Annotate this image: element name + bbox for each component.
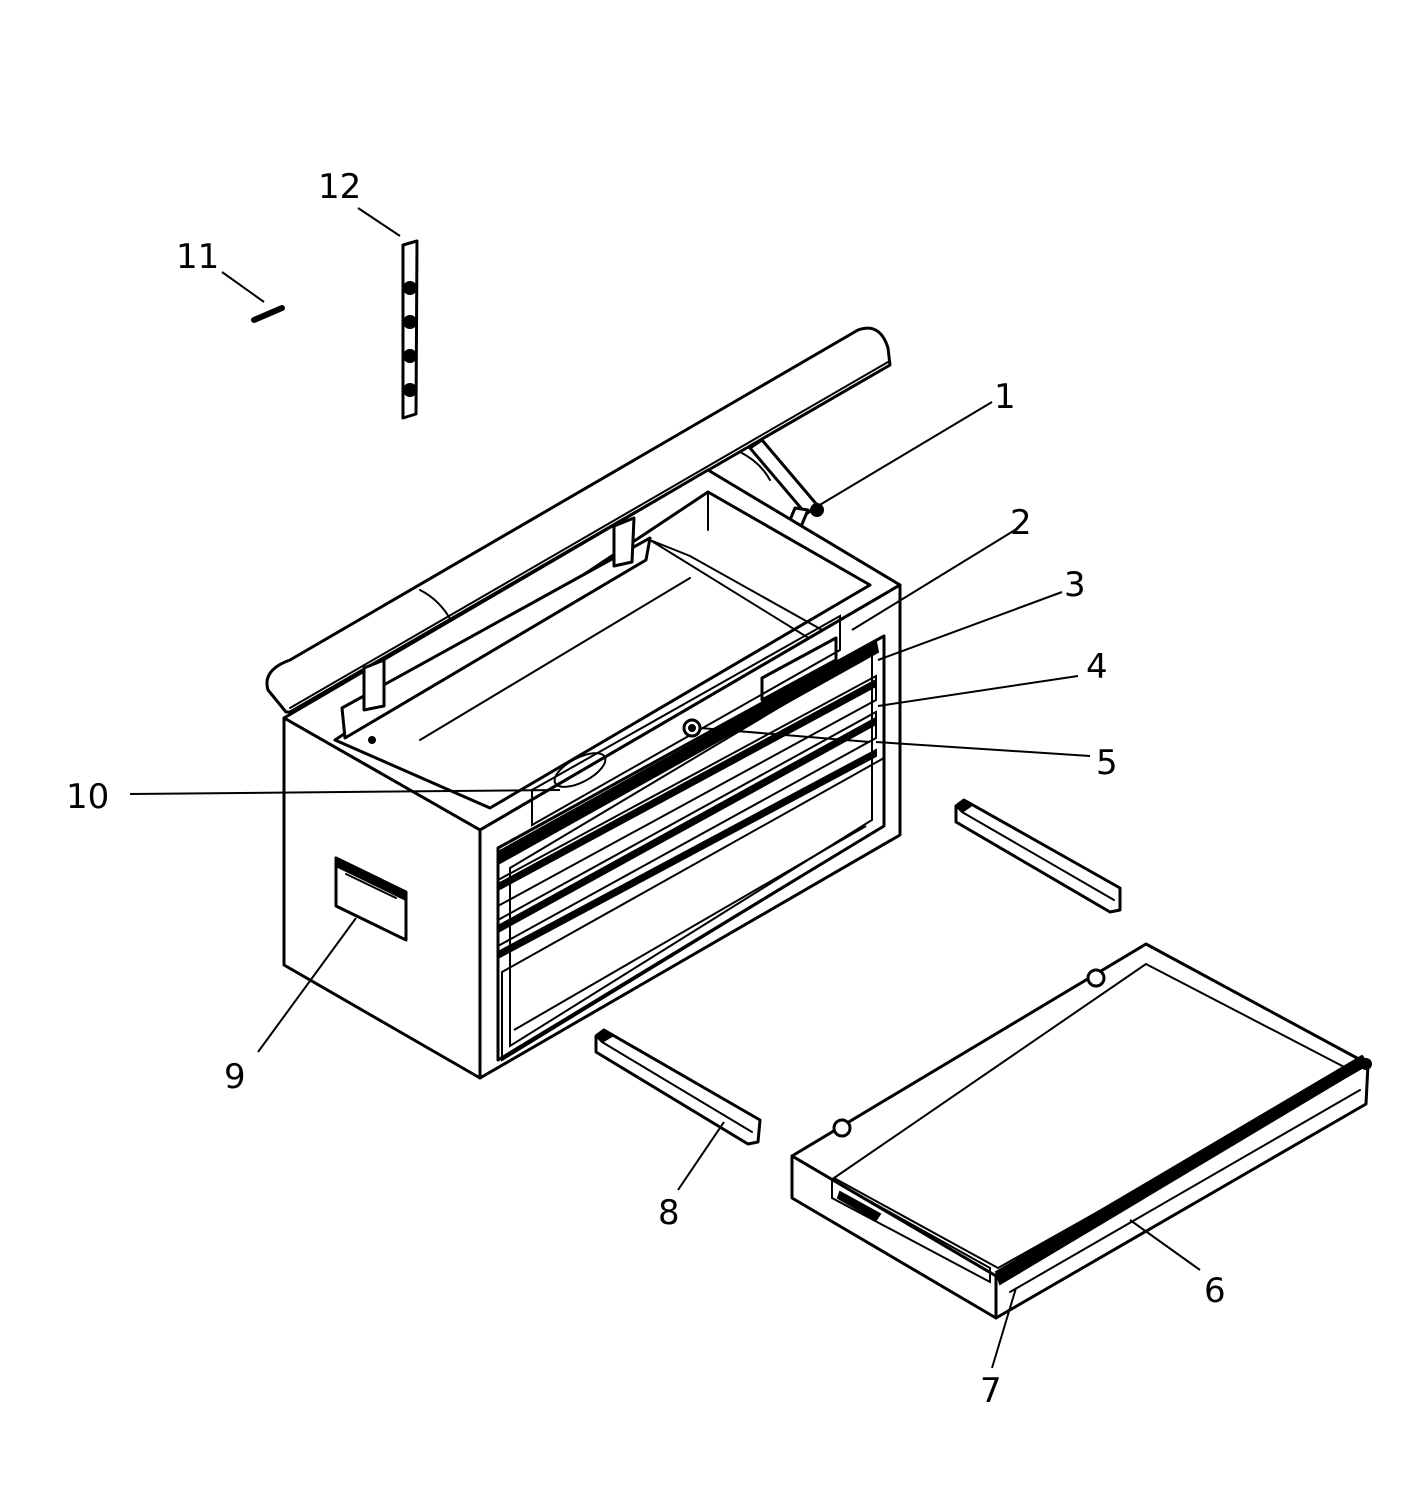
- callout-2: 2: [1010, 503, 1032, 543]
- drawer-slide-upper: [954, 798, 1122, 914]
- callout-10: 10: [66, 777, 109, 817]
- hinge-strip-part: [401, 239, 419, 420]
- callout-labels: 1 2 3 4 5 6 7 8 9 10 11 12: [66, 167, 1226, 1411]
- callout-9: 9: [224, 1057, 246, 1097]
- callout-11: 11: [176, 237, 219, 277]
- chest-lid: [265, 326, 892, 714]
- callout-3: 3: [1064, 565, 1086, 605]
- callout-5: 5: [1096, 743, 1118, 783]
- drawer-part: [790, 942, 1372, 1320]
- callout-7: 7: [980, 1371, 1002, 1411]
- callout-8: 8: [658, 1193, 680, 1233]
- callout-12: 12: [318, 167, 361, 207]
- chest-body: [282, 468, 902, 1080]
- callout-1: 1: [994, 377, 1016, 417]
- callout-6: 6: [1204, 1271, 1226, 1311]
- callout-4: 4: [1086, 647, 1108, 687]
- hinge-pin-part: [251, 305, 285, 323]
- leader-lines: [129, 207, 1201, 1369]
- drawer-slide-lower: [594, 1028, 762, 1146]
